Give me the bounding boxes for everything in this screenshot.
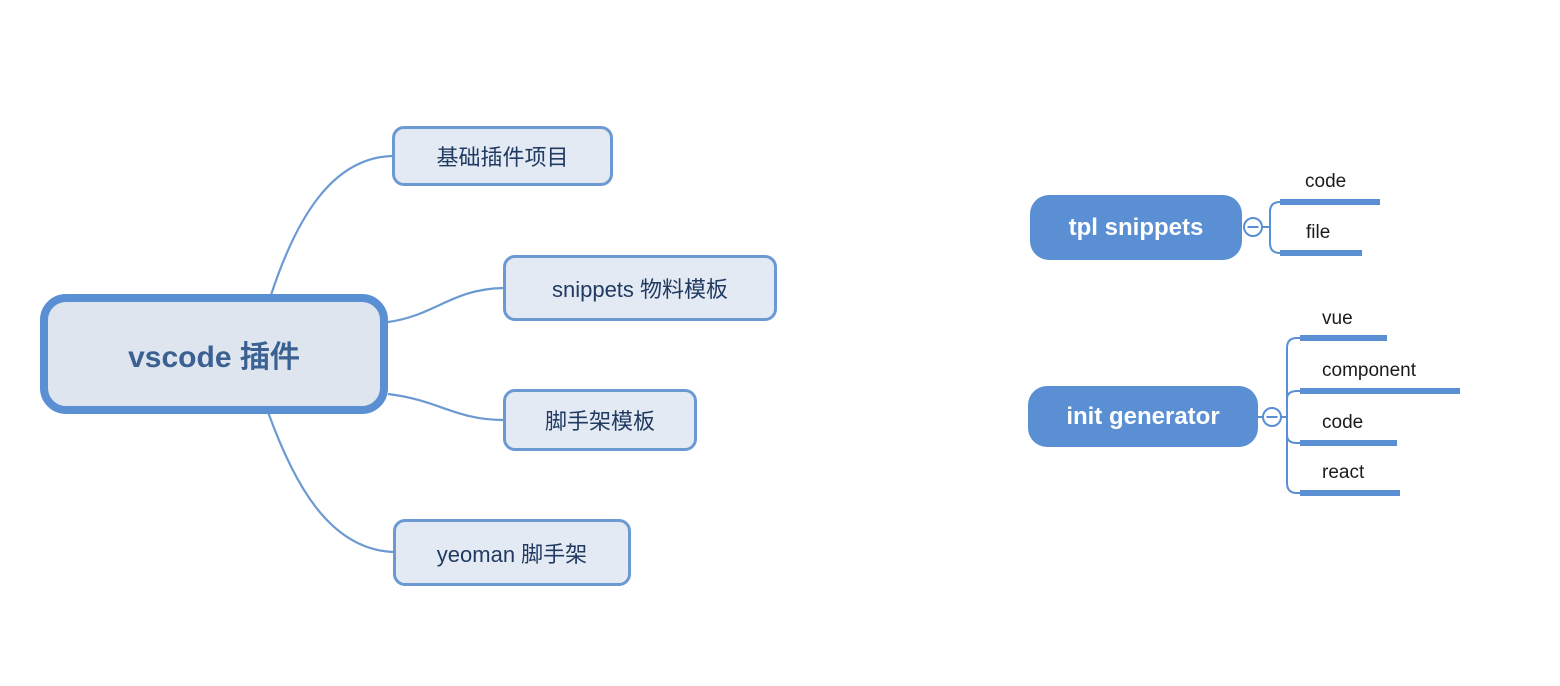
bracket-branch-init-code bbox=[1286, 434, 1302, 444]
bracket-branch-init-vue bbox=[1286, 337, 1302, 417]
bracket-branch-init-component bbox=[1286, 390, 1302, 400]
branch-curve-root-to-child4 bbox=[266, 411, 394, 554]
topic-init-generator[interactable]: init generator bbox=[1028, 386, 1258, 447]
topic-vue[interactable]: vue bbox=[1322, 308, 1353, 329]
topic-scaffold-template[interactable]: 脚手架模板 bbox=[503, 389, 697, 451]
root-topic-vscode-plugin[interactable]: vscode 插件 bbox=[40, 294, 388, 414]
branch-curve-root-to-child3 bbox=[387, 392, 504, 422]
bracket-branch-tpl-code bbox=[1269, 201, 1286, 227]
topic-code-2[interactable]: code bbox=[1322, 412, 1364, 433]
collapse-toggle-init-generator[interactable] bbox=[1262, 407, 1282, 427]
topic-code[interactable]: code bbox=[1305, 171, 1347, 192]
bracket-branch-tpl-file bbox=[1269, 227, 1286, 254]
topic-basic-plugin-project[interactable]: 基础插件项目 bbox=[392, 126, 613, 186]
branch-curve-root-to-child1 bbox=[269, 154, 393, 296]
bracket-branch-init-react bbox=[1286, 417, 1302, 494]
topic-file[interactable]: file bbox=[1306, 222, 1331, 243]
topic-component[interactable]: component bbox=[1322, 360, 1417, 381]
collapse-toggle-tpl-snippets[interactable] bbox=[1243, 217, 1263, 237]
topic-react[interactable]: react bbox=[1322, 462, 1365, 483]
topic-yeoman-scaffold[interactable]: yeoman 脚手架 bbox=[393, 519, 631, 586]
topic-tpl-snippets[interactable]: tpl snippets bbox=[1030, 195, 1242, 260]
topic-snippets-material-template[interactable]: snippets 物料模板 bbox=[503, 255, 777, 321]
branch-curve-root-to-child2 bbox=[387, 286, 504, 324]
